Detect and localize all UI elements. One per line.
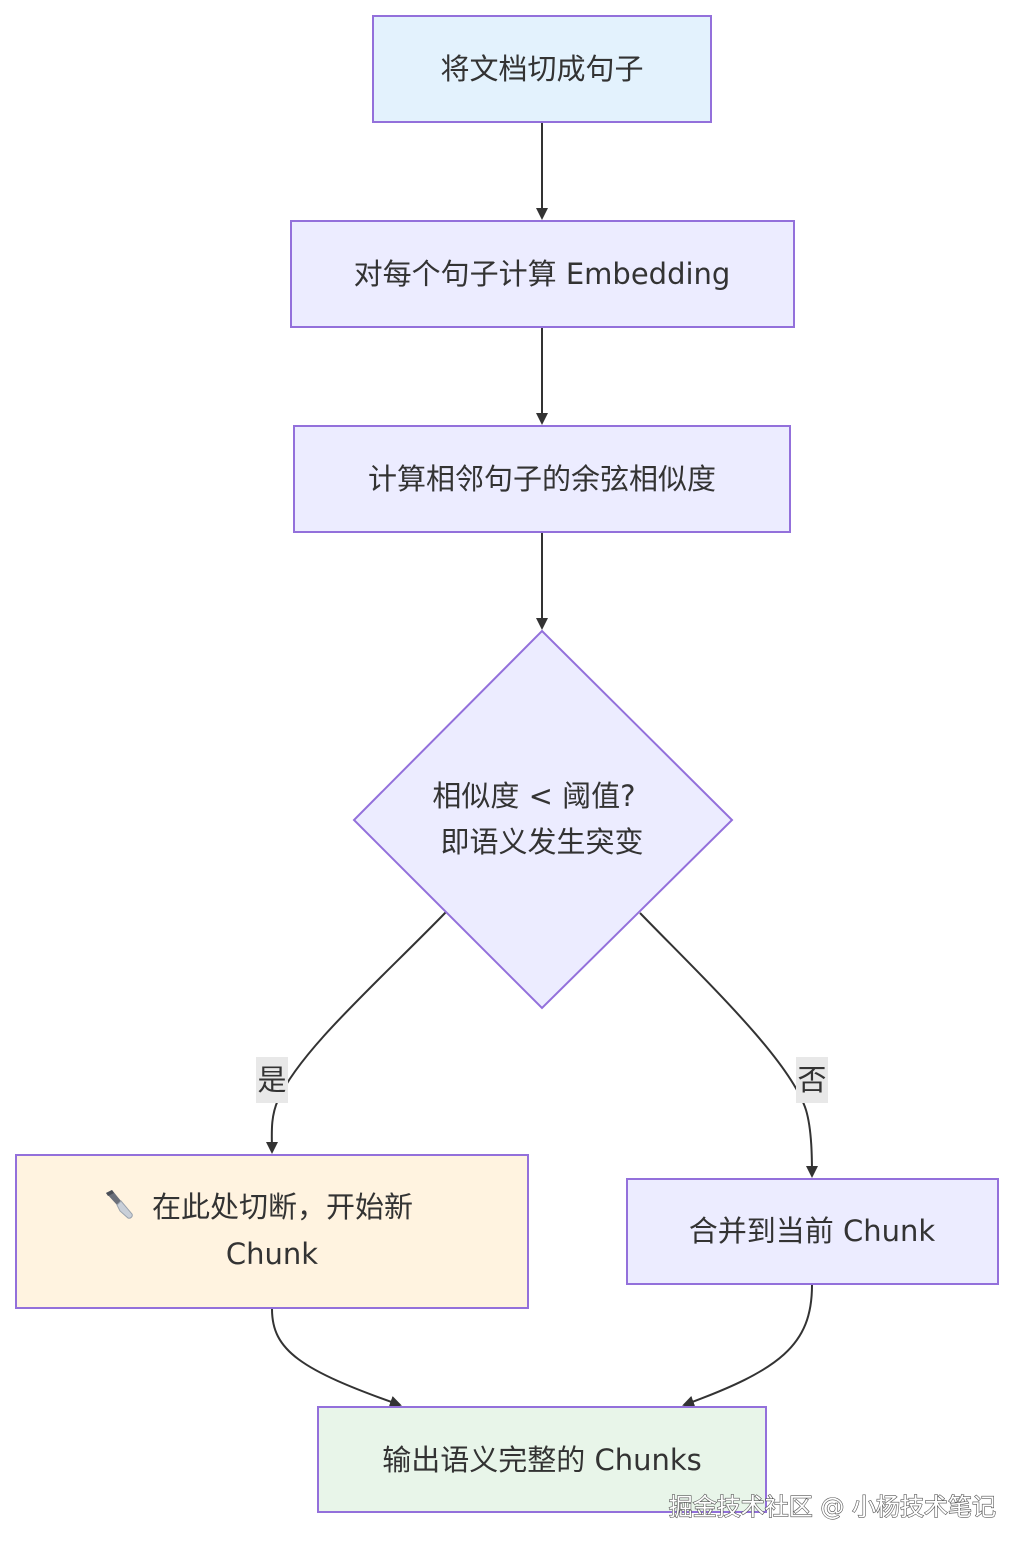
- edge-label-no-bg: [796, 1057, 828, 1103]
- edge-label-yes-text: 是: [257, 1063, 286, 1097]
- node-output-chunks-label: 输出语义完整的 Chunks: [382, 1443, 702, 1477]
- node-decision[interactable]: 相似度 < 阈值? 即语义发生突变: [352, 629, 734, 1010]
- edge-decision-to-merge: [639, 912, 818, 1178]
- watermark-text: 掘金技术社区 @ 小杨技术笔记: [669, 1493, 996, 1521]
- node-decision-line1: 相似度 < 阈值?: [432, 779, 635, 813]
- node-cut-here-box: [15, 1154, 529, 1309]
- edge-label-no: 否: [796, 1057, 828, 1103]
- node-compute-embedding-label: 对每个句子计算 Embedding: [354, 257, 731, 291]
- edge-decision-to-cut: [265, 911, 447, 1154]
- node-cut-here-line1: 在此处切断，开始新: [152, 1190, 413, 1224]
- node-output-chunks[interactable]: 输出语义完整的 Chunks: [317, 1406, 767, 1513]
- node-compute-similarity[interactable]: 计算相邻句子的余弦相似度: [293, 425, 791, 533]
- node-decision-diamond: [352, 629, 734, 1010]
- node-compute-similarity-box: [293, 425, 791, 533]
- edge-merge-to-output: [682, 1284, 813, 1408]
- node-merge-current-box: [626, 1178, 999, 1285]
- node-compute-embedding-box: [290, 220, 795, 328]
- edge-label-yes-bg: [256, 1057, 288, 1103]
- edge-label-no-text: 否: [797, 1063, 826, 1097]
- node-merge-current[interactable]: 合并到当前 Chunk: [626, 1178, 999, 1285]
- node-split-sentences-box: [372, 15, 712, 123]
- knife-icon: [106, 1190, 133, 1219]
- edge-label-yes: 是: [256, 1057, 288, 1103]
- node-merge-current-label: 合并到当前 Chunk: [689, 1214, 936, 1248]
- node-output-chunks-box: [317, 1406, 767, 1513]
- node-cut-here-line2: Chunk: [226, 1237, 318, 1271]
- edge-cut-to-output: [271, 1308, 402, 1408]
- node-split-sentences-label: 将文档切成句子: [440, 52, 643, 86]
- node-compute-embedding[interactable]: 对每个句子计算 Embedding: [290, 220, 795, 328]
- node-decision-line2: 即语义发生突变: [440, 825, 643, 859]
- node-split-sentences[interactable]: 将文档切成句子: [372, 15, 712, 123]
- edges: [265, 123, 818, 1408]
- node-compute-similarity-label: 计算相邻句子的余弦相似度: [368, 462, 716, 496]
- node-cut-here[interactable]: 在此处切断，开始新 Chunk: [15, 1154, 529, 1309]
